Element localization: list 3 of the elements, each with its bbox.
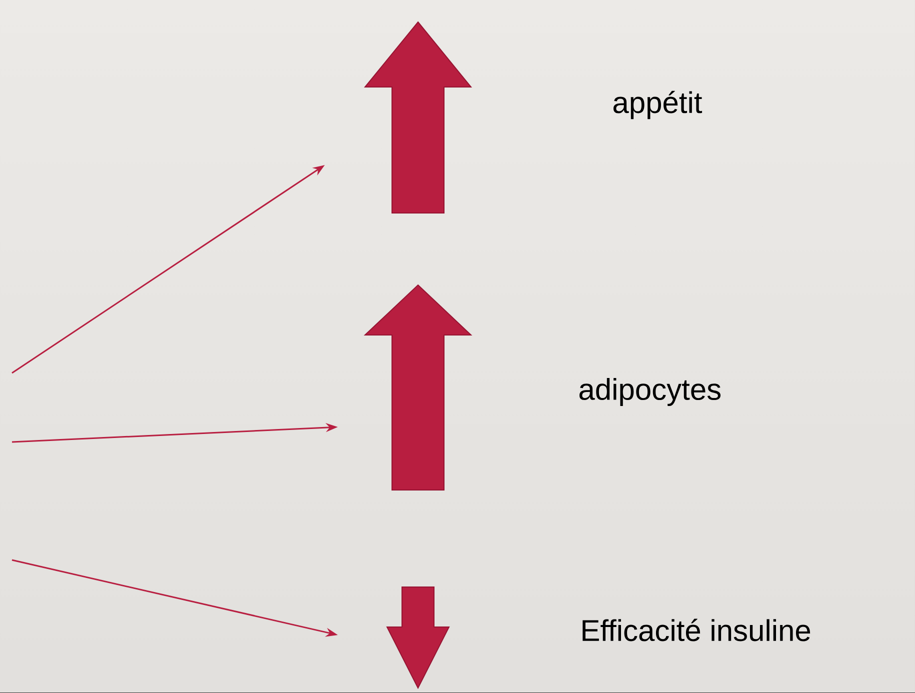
- caption: Efficacité insuline: [582, 618, 810, 642]
- caption: adipocytes: [579, 378, 721, 406]
- caption: appétit: [613, 90, 702, 120]
